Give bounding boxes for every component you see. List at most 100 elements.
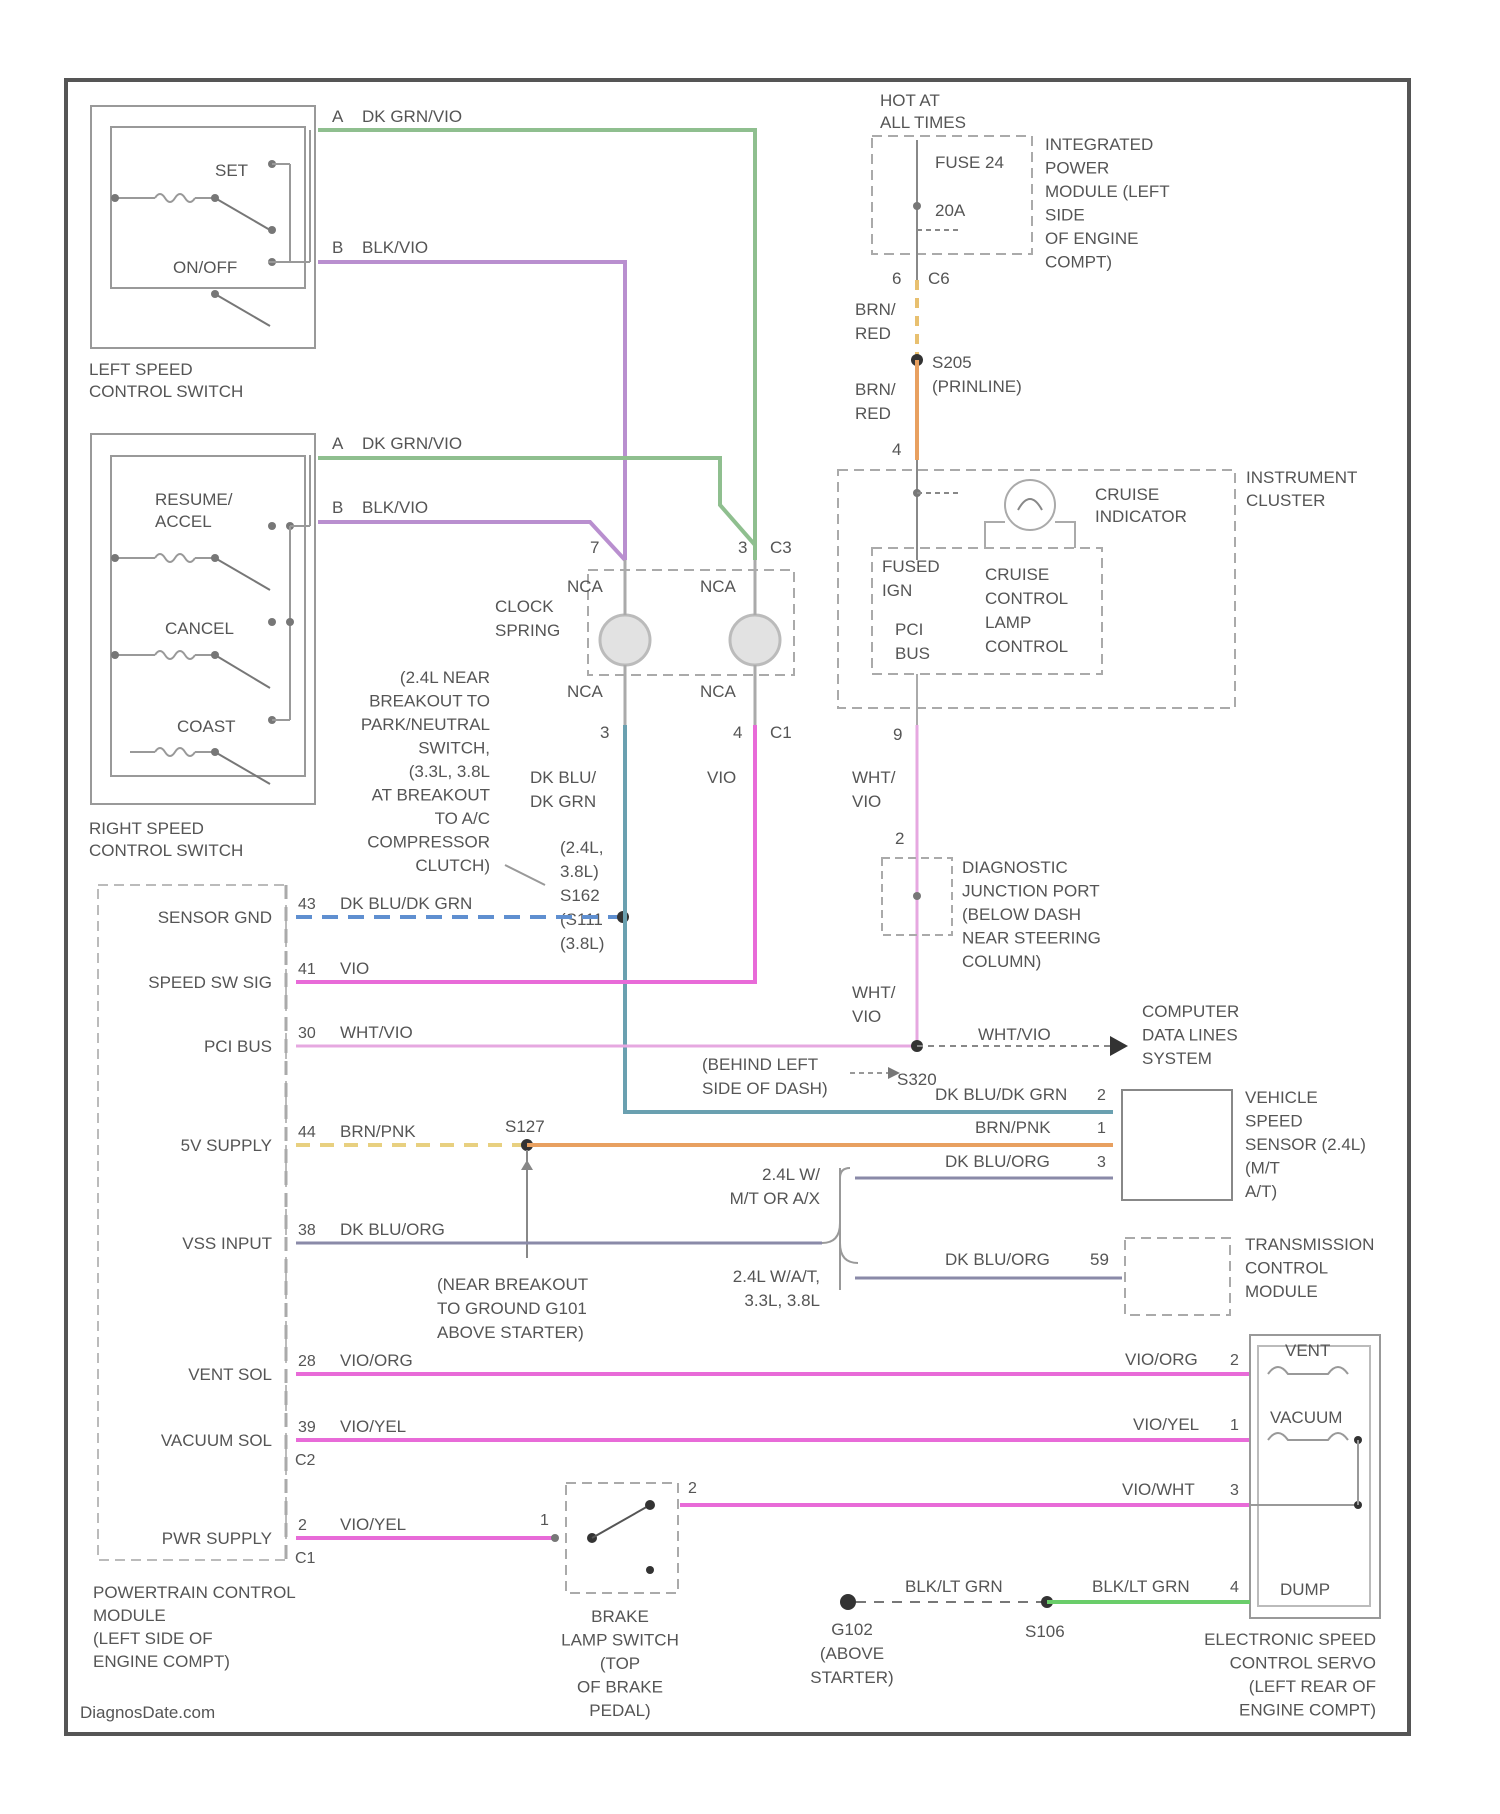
pci-wire-right: WHT/VIO bbox=[978, 1025, 1051, 1044]
pcm-row-wire: VIO/ORG bbox=[340, 1351, 413, 1370]
nca-1: NCA bbox=[567, 577, 604, 596]
pcm-row-pin: 2 bbox=[298, 1517, 307, 1534]
pcm-row-wire: WHT/VIO bbox=[340, 1023, 413, 1042]
right-pin-a: A bbox=[332, 434, 344, 453]
servo-vacuum: VACUUM bbox=[1270, 1408, 1342, 1427]
left-pin-b: B bbox=[332, 238, 343, 257]
splice-ids: (2.4L,3.8L)S162(S111(3.8L) bbox=[560, 838, 604, 953]
cluster-wire: WHT/VIO bbox=[852, 768, 896, 811]
brake-pin-1: 1 bbox=[540, 1512, 549, 1529]
ipm-connector: C6 bbox=[928, 269, 950, 288]
servo-wire-wht: VIO/WHT bbox=[1122, 1480, 1195, 1499]
cs-c1: C1 bbox=[770, 723, 792, 742]
speed-control-servo: VENT VACUUM DUMP VIO/ORG VIO/YEL VIO/WHT… bbox=[1122, 1335, 1380, 1720]
splice-s320: S320 bbox=[897, 1070, 937, 1089]
cs-c3: C3 bbox=[770, 538, 792, 557]
brake-pin-2: 2 bbox=[688, 1480, 697, 1497]
servo-pin-4: 4 bbox=[1230, 1579, 1239, 1596]
cs-wire-2: VIO bbox=[707, 768, 736, 787]
tcm-wire: DK BLU/ORG bbox=[945, 1250, 1050, 1269]
switch-harness bbox=[318, 130, 755, 560]
pcm-row-name: SPEED SW SIG bbox=[148, 973, 272, 992]
pcm-row-name: VSS INPUT bbox=[182, 1234, 272, 1253]
servo-pin-2: 2 bbox=[1230, 1352, 1239, 1369]
splice-s205: S205(PRINLINE) bbox=[932, 353, 1022, 396]
vss-wire-3: DK BLU/ORG bbox=[945, 1152, 1050, 1171]
left-pin-a: A bbox=[332, 107, 344, 126]
pcm-row-pin: 28 bbox=[298, 1353, 316, 1370]
vss-wire-2: BRN/PNK bbox=[975, 1118, 1051, 1137]
cs-pin-3: 3 bbox=[738, 538, 747, 557]
pcm-row-pin: 41 bbox=[298, 961, 316, 978]
cancel-label: CANCEL bbox=[165, 619, 234, 638]
pcm-row-name: PCI BUS bbox=[204, 1037, 272, 1056]
pcm-row-pin: 30 bbox=[298, 1025, 316, 1042]
vss-pin-1: 1 bbox=[1097, 1120, 1106, 1137]
ground-wire-left: BLK/LT GRN bbox=[905, 1577, 1003, 1596]
feed-wire-2: BRN/RED bbox=[855, 380, 896, 423]
servo-wire-vent: VIO/ORG bbox=[1125, 1350, 1198, 1369]
pcm-row-wire: VIO bbox=[340, 959, 369, 978]
pcm-row-wire: DK BLU/DK GRN bbox=[340, 894, 472, 913]
ground-g102: BLK/LT GRN BLK/LT GRN S106 G102(ABOVESTA… bbox=[810, 1577, 1250, 1687]
pcm-row-name: PWR SUPPLY bbox=[162, 1529, 272, 1548]
cs-pin-b: 3 bbox=[600, 723, 609, 742]
servo-dump: DUMP bbox=[1280, 1580, 1330, 1599]
nca-2: NCA bbox=[700, 577, 737, 596]
set-label: SET bbox=[215, 161, 248, 180]
pcm-pin-rows: SENSOR GND43DK BLU/DK GRNSPEED SW SIG41V… bbox=[148, 894, 472, 1548]
cluster-pin-4: 4 bbox=[892, 440, 901, 459]
pcm-row-name: VACUUM SOL bbox=[161, 1431, 272, 1450]
diag-wire: WHT/VIO bbox=[852, 983, 896, 1026]
diag-pin: 2 bbox=[895, 829, 904, 848]
pcm-row-name: 5V SUPPLY bbox=[181, 1136, 272, 1155]
cs-pin-7: 7 bbox=[590, 538, 599, 557]
left-speed-control-switch: SET ON/OFF A DK GRN/VIO B BLK/VIO LEFT S… bbox=[89, 106, 462, 401]
fuse-label: FUSE 24 bbox=[935, 153, 1004, 172]
servo-vent: VENT bbox=[1285, 1341, 1330, 1360]
pcm-row-wire: VIO/YEL bbox=[340, 1417, 406, 1436]
tcm-label: TRANSMISSIONCONTROLMODULE bbox=[1245, 1235, 1374, 1301]
onoff-label: ON/OFF bbox=[173, 258, 237, 277]
nca-4: NCA bbox=[700, 682, 737, 701]
fuse-amps: 20A bbox=[935, 201, 966, 220]
servo-pin-1: 1 bbox=[1230, 1417, 1239, 1434]
splice-s106: S106 bbox=[1025, 1622, 1065, 1641]
transmission-control-module: DK BLU/ORG 59 TRANSMISSIONCONTROLMODULE bbox=[945, 1235, 1374, 1315]
splice-s127: S127 bbox=[505, 1117, 545, 1136]
pcm-row-pin: 43 bbox=[298, 896, 316, 913]
pcm-row-name: VENT SOL bbox=[188, 1365, 272, 1384]
pcm-row-pin: 39 bbox=[298, 1419, 316, 1436]
pcm-c2: C2 bbox=[295, 1452, 316, 1469]
left-wire-b: BLK/VIO bbox=[362, 238, 428, 257]
right-wire-a: DK GRN/VIO bbox=[362, 434, 462, 453]
splice-note-leader bbox=[505, 865, 545, 885]
left-wire-a: DK GRN/VIO bbox=[362, 107, 462, 126]
ground-wire-right: BLK/LT GRN bbox=[1092, 1577, 1190, 1596]
auto-note: 2.4L W/A/T,3.3L, 3.8L bbox=[733, 1267, 820, 1310]
vss-pin-3: 3 bbox=[1097, 1154, 1106, 1171]
ipm-pin: 6 bbox=[892, 269, 901, 288]
